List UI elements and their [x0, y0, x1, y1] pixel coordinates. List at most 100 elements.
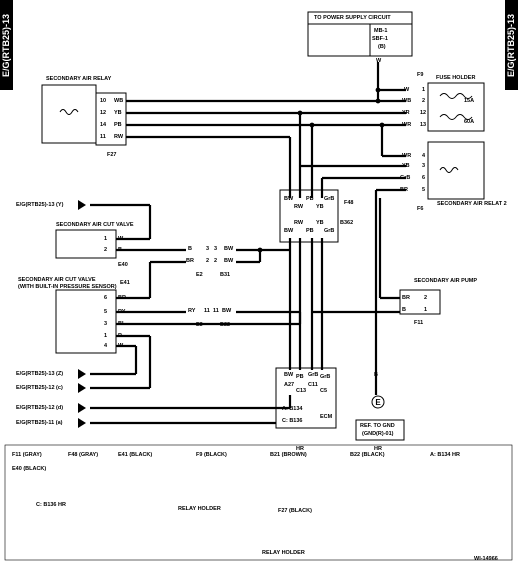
e3-p1: 11: [204, 308, 210, 314]
s-pin-1: 6: [104, 295, 108, 301]
power-box-sbf-sub: (B): [378, 44, 386, 50]
r1-wire-3: PB: [114, 122, 122, 128]
ecm-pin-1: A27: [284, 382, 295, 388]
e2-p1-1: 3: [206, 246, 210, 252]
r1-wire-1: WB: [114, 98, 124, 104]
fh-pin-4: 13: [420, 122, 427, 128]
ref-d: E/G(RTB25)-12 (d): [16, 405, 64, 411]
e3-conn: E3: [196, 322, 203, 328]
cut-valve-wire-2: B: [118, 247, 122, 253]
conn-f27: F27 (BLACK): [278, 508, 312, 514]
cut-valve-label: SECONDARY AIR CUT VALVE: [56, 222, 134, 228]
r1-pin-4: 11: [100, 134, 106, 140]
f48-top-2: RW: [294, 204, 304, 210]
power-box-sbf: SBF-1: [372, 36, 388, 42]
e2-conn: E2: [196, 272, 203, 278]
b22-conn: B22: [220, 322, 231, 328]
f48-bot-4: YB: [316, 220, 324, 226]
f48-connector: [279, 189, 339, 243]
ref-a: E/G(RTB25)-11 (a): [16, 420, 63, 426]
s-wire-1: BR: [118, 295, 126, 301]
r1-wire-4: RW: [114, 134, 124, 140]
fuse2: 60A: [464, 119, 475, 125]
r2-pin-1: 4: [422, 153, 426, 159]
cut-valve-pin-2: 2: [104, 247, 108, 253]
fuse-holder-label: FUSE HOLDER: [436, 75, 476, 81]
e3-wr: BW: [222, 308, 232, 314]
f48-conn2: B362: [340, 220, 354, 226]
ref-z: E/G(RTB25)-13 (Z): [16, 371, 64, 377]
sensor-label-1: SECONDARY AIR CUT VALVE: [18, 277, 96, 283]
fuse-holder-box: [427, 82, 485, 132]
b31-conn: B31: [220, 272, 231, 278]
f48-top-4: YB: [316, 204, 324, 210]
pump-label: SECONDARY AIR PUMP: [414, 278, 478, 284]
conn-b134: A: B134 HR: [430, 452, 460, 458]
conn-b22-hr: HR: [374, 446, 382, 452]
e2-wl-1: B: [188, 246, 192, 252]
s-wire-2: RY: [118, 309, 126, 315]
f48-bot-3: PB: [306, 228, 314, 234]
conn-e40: E40 (BLACK): [12, 466, 47, 472]
f48-bot-2: RW: [294, 220, 304, 226]
f48-conn: F48: [344, 200, 354, 206]
relay2-conn: F6: [417, 206, 424, 212]
sensor-label-2: (WITH BUILT-IN PRESSURE SENSOR): [18, 284, 117, 290]
s-pin-5: 4: [104, 343, 108, 349]
s-pin-4: 1: [104, 333, 108, 339]
e2-wl-2: BR: [186, 258, 194, 264]
fuse-holder-conn: F9: [417, 72, 424, 78]
r2-pin-2: 3: [422, 163, 426, 169]
e3-p2: 11: [213, 308, 219, 314]
pump-pin-2: 1: [424, 307, 428, 313]
fh-wire-2: WB: [402, 98, 412, 104]
power-box-title: TO POWER SUPPLY CIRCUIT: [314, 15, 391, 21]
ecm-pin-4: C5: [320, 388, 328, 394]
f48-bot-5: GrB: [324, 228, 335, 234]
f48-top-1: BW: [284, 196, 294, 202]
relay1-conn: F27: [107, 152, 117, 158]
ref-c: E/G(RTB25)-12 (c): [16, 385, 63, 391]
cut-valve-sensor-box: [55, 289, 117, 354]
cut-valve-conn: E40: [118, 262, 128, 268]
s-wire-5: W: [118, 343, 124, 349]
power-wire: W: [376, 58, 382, 64]
ecm-wire-4: GrB: [320, 374, 331, 380]
pump-pin-1: 2: [424, 295, 428, 301]
r1-pin-1: 10: [100, 98, 107, 104]
r2-wire-2: YB: [402, 163, 410, 169]
ecm-conn-c: C: B136: [282, 418, 303, 424]
r1-wire-2: YB: [114, 110, 122, 116]
s-pin-3: 3: [104, 321, 108, 327]
ground-wire: B: [374, 372, 378, 378]
fh-pin-2: 2: [422, 98, 426, 104]
s-wire-3: BL: [118, 321, 126, 327]
sensor-conn: E41: [120, 280, 130, 286]
conn-b21-hr: HR: [296, 446, 304, 452]
conn-b21: B21 (BROWN): [270, 452, 307, 458]
ground-ref-box: [355, 419, 405, 441]
conn-b136: C: B136 HR: [36, 502, 66, 508]
cut-valve-pin-1: 1: [104, 236, 108, 242]
ecm-pin-2: C13: [296, 388, 307, 394]
power-box-mb: MB-1: [374, 28, 388, 34]
f48-top-5: GrB: [324, 196, 335, 202]
r1-pin-3: 14: [100, 122, 107, 128]
conn-f48: F48 (GRAY): [68, 452, 99, 458]
r2-pin-4: 5: [422, 187, 426, 193]
fh-wire-1: W: [404, 87, 410, 93]
e2-wr-1: BW: [224, 246, 234, 252]
power-supply-box: [307, 11, 413, 57]
cut-valve-wire-1: W: [118, 236, 124, 242]
conn-e41: E41 (BLACK): [118, 452, 153, 458]
relay1-label: SECONDARY AIR RELAY: [46, 76, 112, 82]
ecm-wire-2: PB: [296, 374, 304, 380]
ecm-conn-a: A: B134: [282, 406, 303, 412]
conn-b22: B22 (BLACK): [350, 452, 385, 458]
ground-ref-1: REF. TO GND: [360, 423, 395, 429]
pump-wire-1: BR: [402, 295, 410, 301]
s-wire-4: R: [118, 333, 122, 339]
fh-wire-3: YR: [402, 110, 410, 116]
figure-id: WI-14966: [474, 556, 498, 562]
